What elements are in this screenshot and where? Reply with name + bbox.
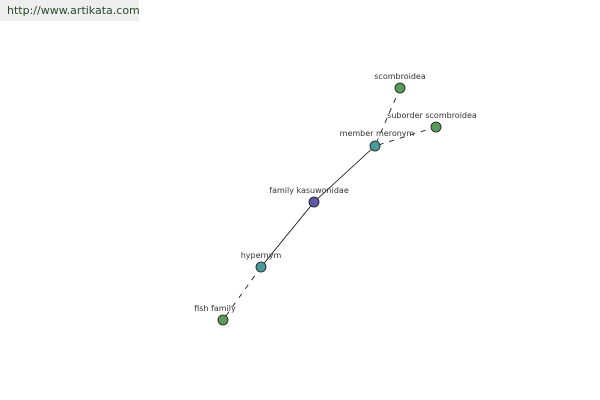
node-label-scombroidea: scombroidea [374,72,426,81]
labels-layer: scombroidea suborder scombroidea member me… [194,72,477,313]
edges-layer [222,87,437,321]
node-suborder-scombroidea[interactable] [430,121,442,133]
node-hypernym[interactable] [255,261,267,273]
edge-family-kasuwonidae-hypernym [260,201,315,268]
site-url-link[interactable]: http://www.artikata.com [0,0,140,21]
node-scombroidea[interactable] [394,82,406,94]
node-label-hypernym: hypernym [241,251,282,260]
nodes-layer [217,82,442,326]
node-label-member-meronym: member meronym [340,129,415,138]
node-fish-family[interactable] [217,314,229,326]
edge-member-meronym-family-kasuwonidae [313,145,376,203]
node-label-suborder-scombroidea: suborder scombroidea [387,111,477,120]
node-label-fish-family: fish family [194,304,236,313]
node-family-kasuwonidae[interactable] [308,196,320,208]
node-member-meronym[interactable] [369,140,381,152]
node-label-family-kasuwonidae: family kasuwonidae [269,186,349,195]
